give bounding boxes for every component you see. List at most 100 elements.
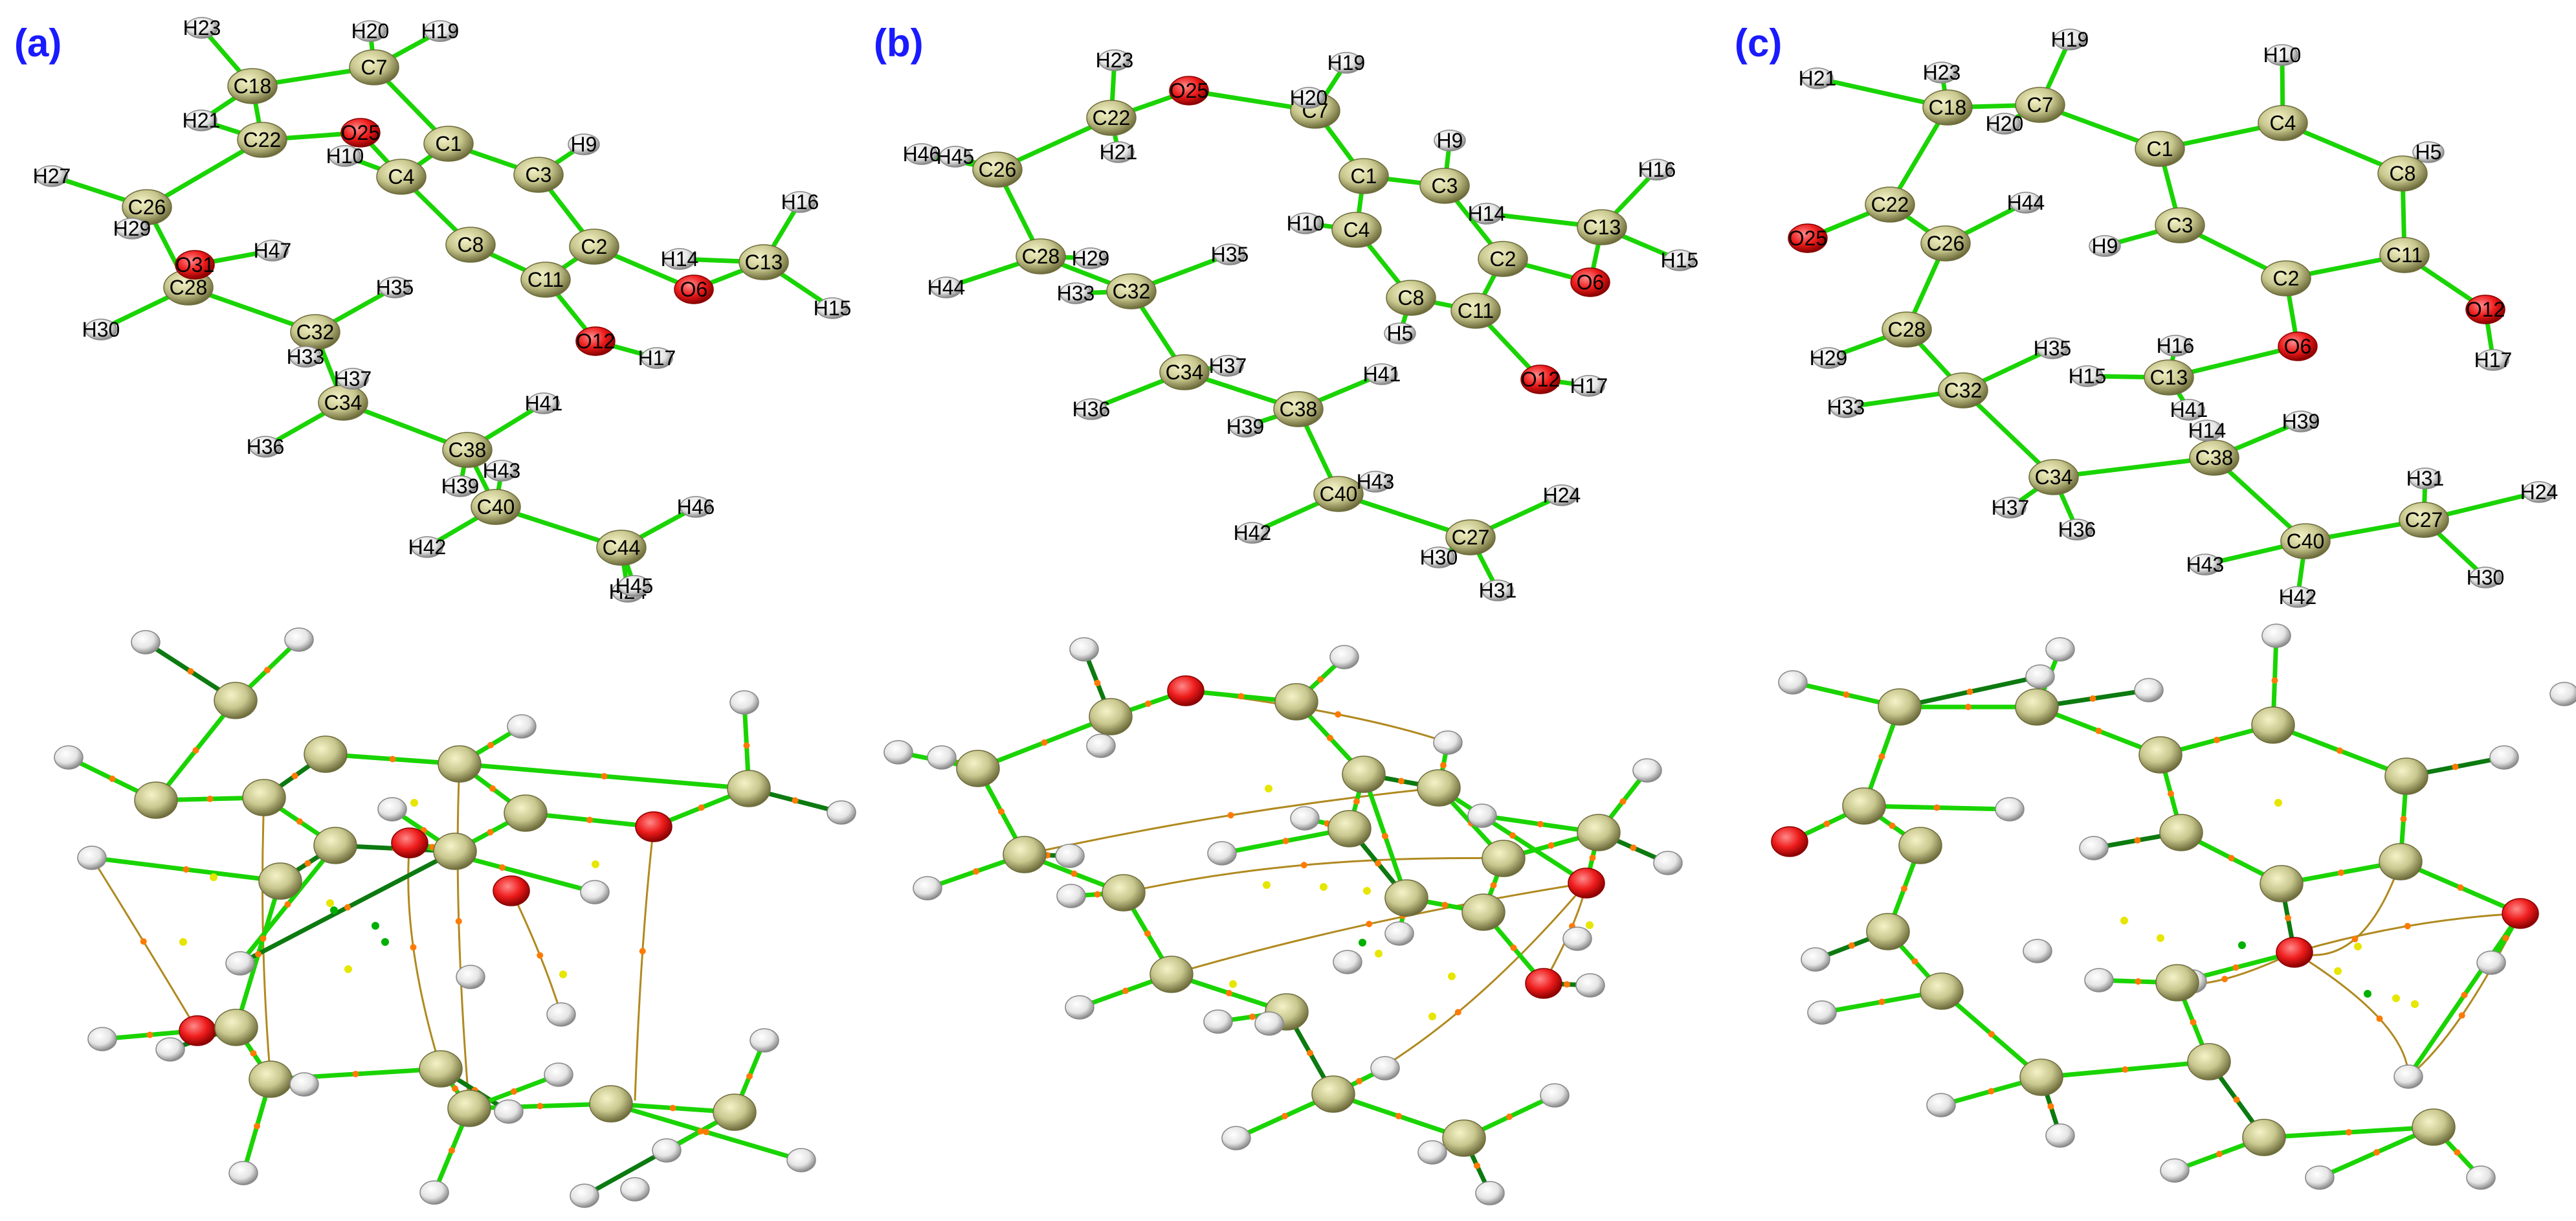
atom-label: C34 (1166, 361, 1204, 384)
atom-label: H30 (2467, 566, 2505, 589)
atom-C1: C1 (1338, 158, 1389, 194)
atom-3d-H (1207, 841, 1237, 866)
atom-3d-H (1467, 803, 1497, 828)
atom-label: H14 (661, 247, 699, 271)
atom-3d-H (77, 846, 107, 870)
atom-3d-H (729, 690, 759, 715)
atom-label: H21 (183, 109, 221, 132)
atom-3d-H (225, 951, 255, 976)
bond-critical-point (410, 944, 417, 951)
atom-3d-H (1926, 1093, 1956, 1117)
atom-H17: H17 (1570, 374, 1608, 398)
atom-label: C1 (1351, 164, 1377, 188)
atom-3d-H (2079, 836, 2109, 860)
atom-C4: C4 (376, 159, 427, 195)
atom-3d-C (249, 1060, 293, 1098)
bond-critical-point (296, 818, 303, 825)
atom-label: C28 (1022, 245, 1060, 268)
atom-label: C8 (1398, 286, 1425, 309)
atom-label: H41 (2170, 398, 2208, 421)
atom-3d-H (1653, 851, 1683, 875)
bond-critical-point (1849, 942, 1855, 949)
bond-critical-point (537, 1103, 544, 1110)
bond-critical-point (344, 904, 351, 911)
atom-label: H24 (1543, 484, 1581, 507)
bond-critical-point (1094, 680, 1101, 686)
bond-critical-point (1282, 1113, 1288, 1119)
bond-critical-point (998, 808, 1005, 815)
atom-label: H30 (82, 318, 120, 341)
bond-critical-point (389, 756, 396, 763)
bond-critical-point (2400, 816, 2407, 822)
atom-H17: H17 (638, 346, 676, 370)
bond-critical-point (1509, 832, 1516, 839)
ring-critical-point (1448, 972, 1456, 980)
bond-critical-point (1823, 820, 1830, 827)
atom-label: O12 (1521, 368, 1560, 391)
atom-3d-C (1089, 698, 1133, 735)
atom-3d-C (1274, 683, 1318, 721)
atom-label: H23 (1096, 49, 1134, 72)
atom-H41: H41 (525, 392, 563, 415)
atom-3d-C (134, 781, 178, 819)
atom-C32: C32 (290, 314, 340, 350)
atom-O25: O25 (340, 118, 381, 148)
atom-label: C28 (170, 276, 208, 299)
atom-label: H9 (2092, 234, 2118, 258)
bond-critical-point (1441, 902, 1449, 908)
atom-O12: O12 (575, 326, 616, 356)
atom-3d-H (284, 627, 314, 652)
atom-label: C3 (2167, 214, 2193, 237)
atom-H42: H42 (2279, 585, 2317, 609)
atom-label: C34 (324, 391, 362, 414)
atom-H39: H39 (1227, 415, 1265, 438)
atom-H45: H45 (937, 145, 975, 168)
atom-H41: H41 (2170, 398, 2208, 421)
atom-label: O12 (576, 330, 615, 353)
atom-3d-H (228, 1161, 258, 1185)
bond-C32-C34 (1960, 388, 2056, 480)
atom-label: C7 (361, 56, 388, 79)
atom-H14: H14 (1468, 202, 1506, 225)
atom-3d-C (433, 833, 477, 870)
atom-C11: C11 (2379, 237, 2430, 273)
atom-3d-H (1065, 995, 1094, 1020)
bond-critical-point (1122, 987, 1129, 994)
atom-O6: O6 (674, 274, 714, 304)
atom-3d-H (2025, 664, 2055, 689)
atom-label: C2 (1490, 247, 1516, 271)
atom-3d-O (1167, 675, 1205, 706)
atom-3d-C (713, 1093, 757, 1131)
atom-H33: H33 (1827, 396, 1865, 419)
bond-critical-point (264, 667, 271, 673)
atom-3d-H (1329, 645, 1359, 669)
atom-label: C26 (979, 158, 1017, 181)
atom-3d-H (544, 1062, 573, 1087)
bond-critical-point (352, 1071, 359, 1077)
atom-label: H45 (937, 145, 975, 168)
atom-3d-H (2489, 745, 2519, 770)
bond-critical-point (511, 1088, 517, 1095)
atom-H35: H35 (376, 276, 414, 299)
atom-H36: H36 (1072, 398, 1111, 421)
atom-label: C40 (1320, 482, 1358, 506)
atom-label: C22 (1093, 106, 1131, 129)
atom-3d-C (2138, 736, 2182, 774)
atom-label: H17 (2474, 348, 2513, 372)
atom-3d-O (1771, 826, 1808, 857)
atom-H37: H37 (1209, 354, 1247, 377)
atom-3d-O (1525, 968, 1562, 999)
atom-H31: H31 (1479, 579, 1517, 602)
bond-critical-point (1965, 704, 1971, 710)
atom-label: H19 (1327, 51, 1366, 74)
bond-critical-point (2458, 1012, 2465, 1019)
atom-C3: C3 (513, 157, 564, 193)
atom-H35: H35 (1211, 243, 1249, 266)
atom-label: C44 (603, 536, 641, 559)
bond-critical-point (2376, 1015, 2383, 1022)
atom-label: H27 (33, 164, 71, 188)
atom-3d-H (883, 740, 913, 765)
bond-critical-point (2095, 728, 2102, 734)
interaction-path (1123, 857, 1504, 894)
